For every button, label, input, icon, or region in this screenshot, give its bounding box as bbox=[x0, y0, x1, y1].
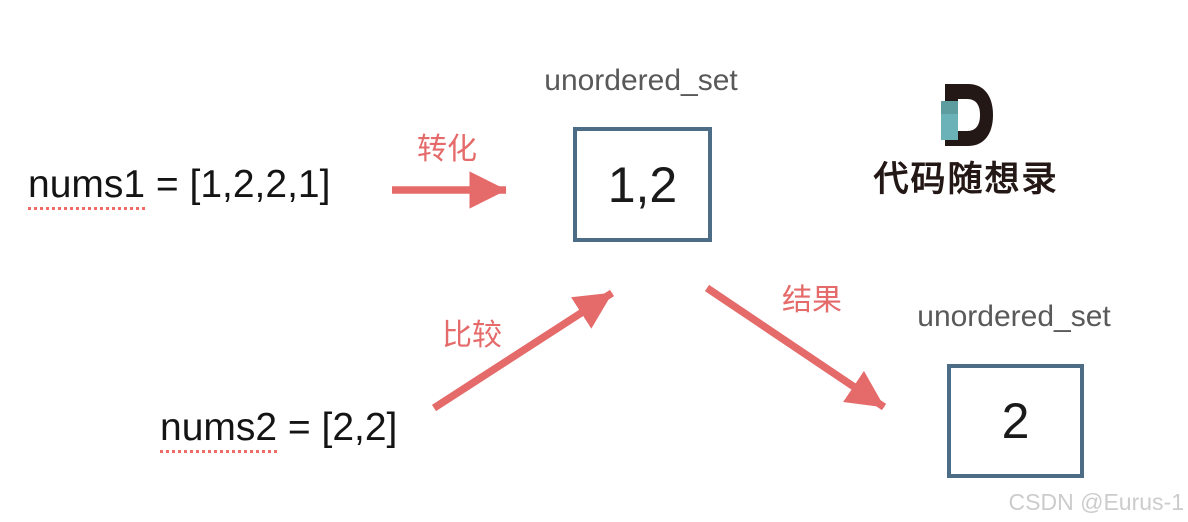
codethoughts-d-icon bbox=[941, 84, 993, 146]
set-box-1: 1,2 bbox=[573, 127, 712, 242]
codethoughts-logo-text: 代码随想录 bbox=[873, 159, 1059, 200]
nums2-expression: nums2 = [2,2] bbox=[160, 406, 398, 453]
nums1-variable: nums1 bbox=[28, 163, 146, 210]
set-box-2: 2 bbox=[947, 364, 1084, 478]
codethoughts-logo: 代码随想录 bbox=[868, 84, 1064, 202]
unordered-set-label-2: unordered_set bbox=[917, 300, 1111, 333]
nums2-variable: nums2 bbox=[160, 406, 278, 453]
csdn-watermark: CSDN @Eurus-1 bbox=[1008, 489, 1184, 515]
compare-arrow-label: 比较 bbox=[442, 319, 502, 352]
convert-arrow-label: 转化 bbox=[417, 133, 477, 166]
nums1-value: = [1,2,2,1] bbox=[145, 163, 331, 206]
unordered-set-label-1: unordered_set bbox=[544, 64, 738, 97]
set-box-2-contents: 2 bbox=[1001, 393, 1030, 449]
result-arrow-label: 结果 bbox=[782, 284, 842, 317]
nums1-expression: nums1 = [1,2,2,1] bbox=[28, 163, 331, 210]
set-box-1-contents: 1,2 bbox=[607, 156, 678, 213]
nums2-value: = [2,2] bbox=[277, 406, 398, 449]
